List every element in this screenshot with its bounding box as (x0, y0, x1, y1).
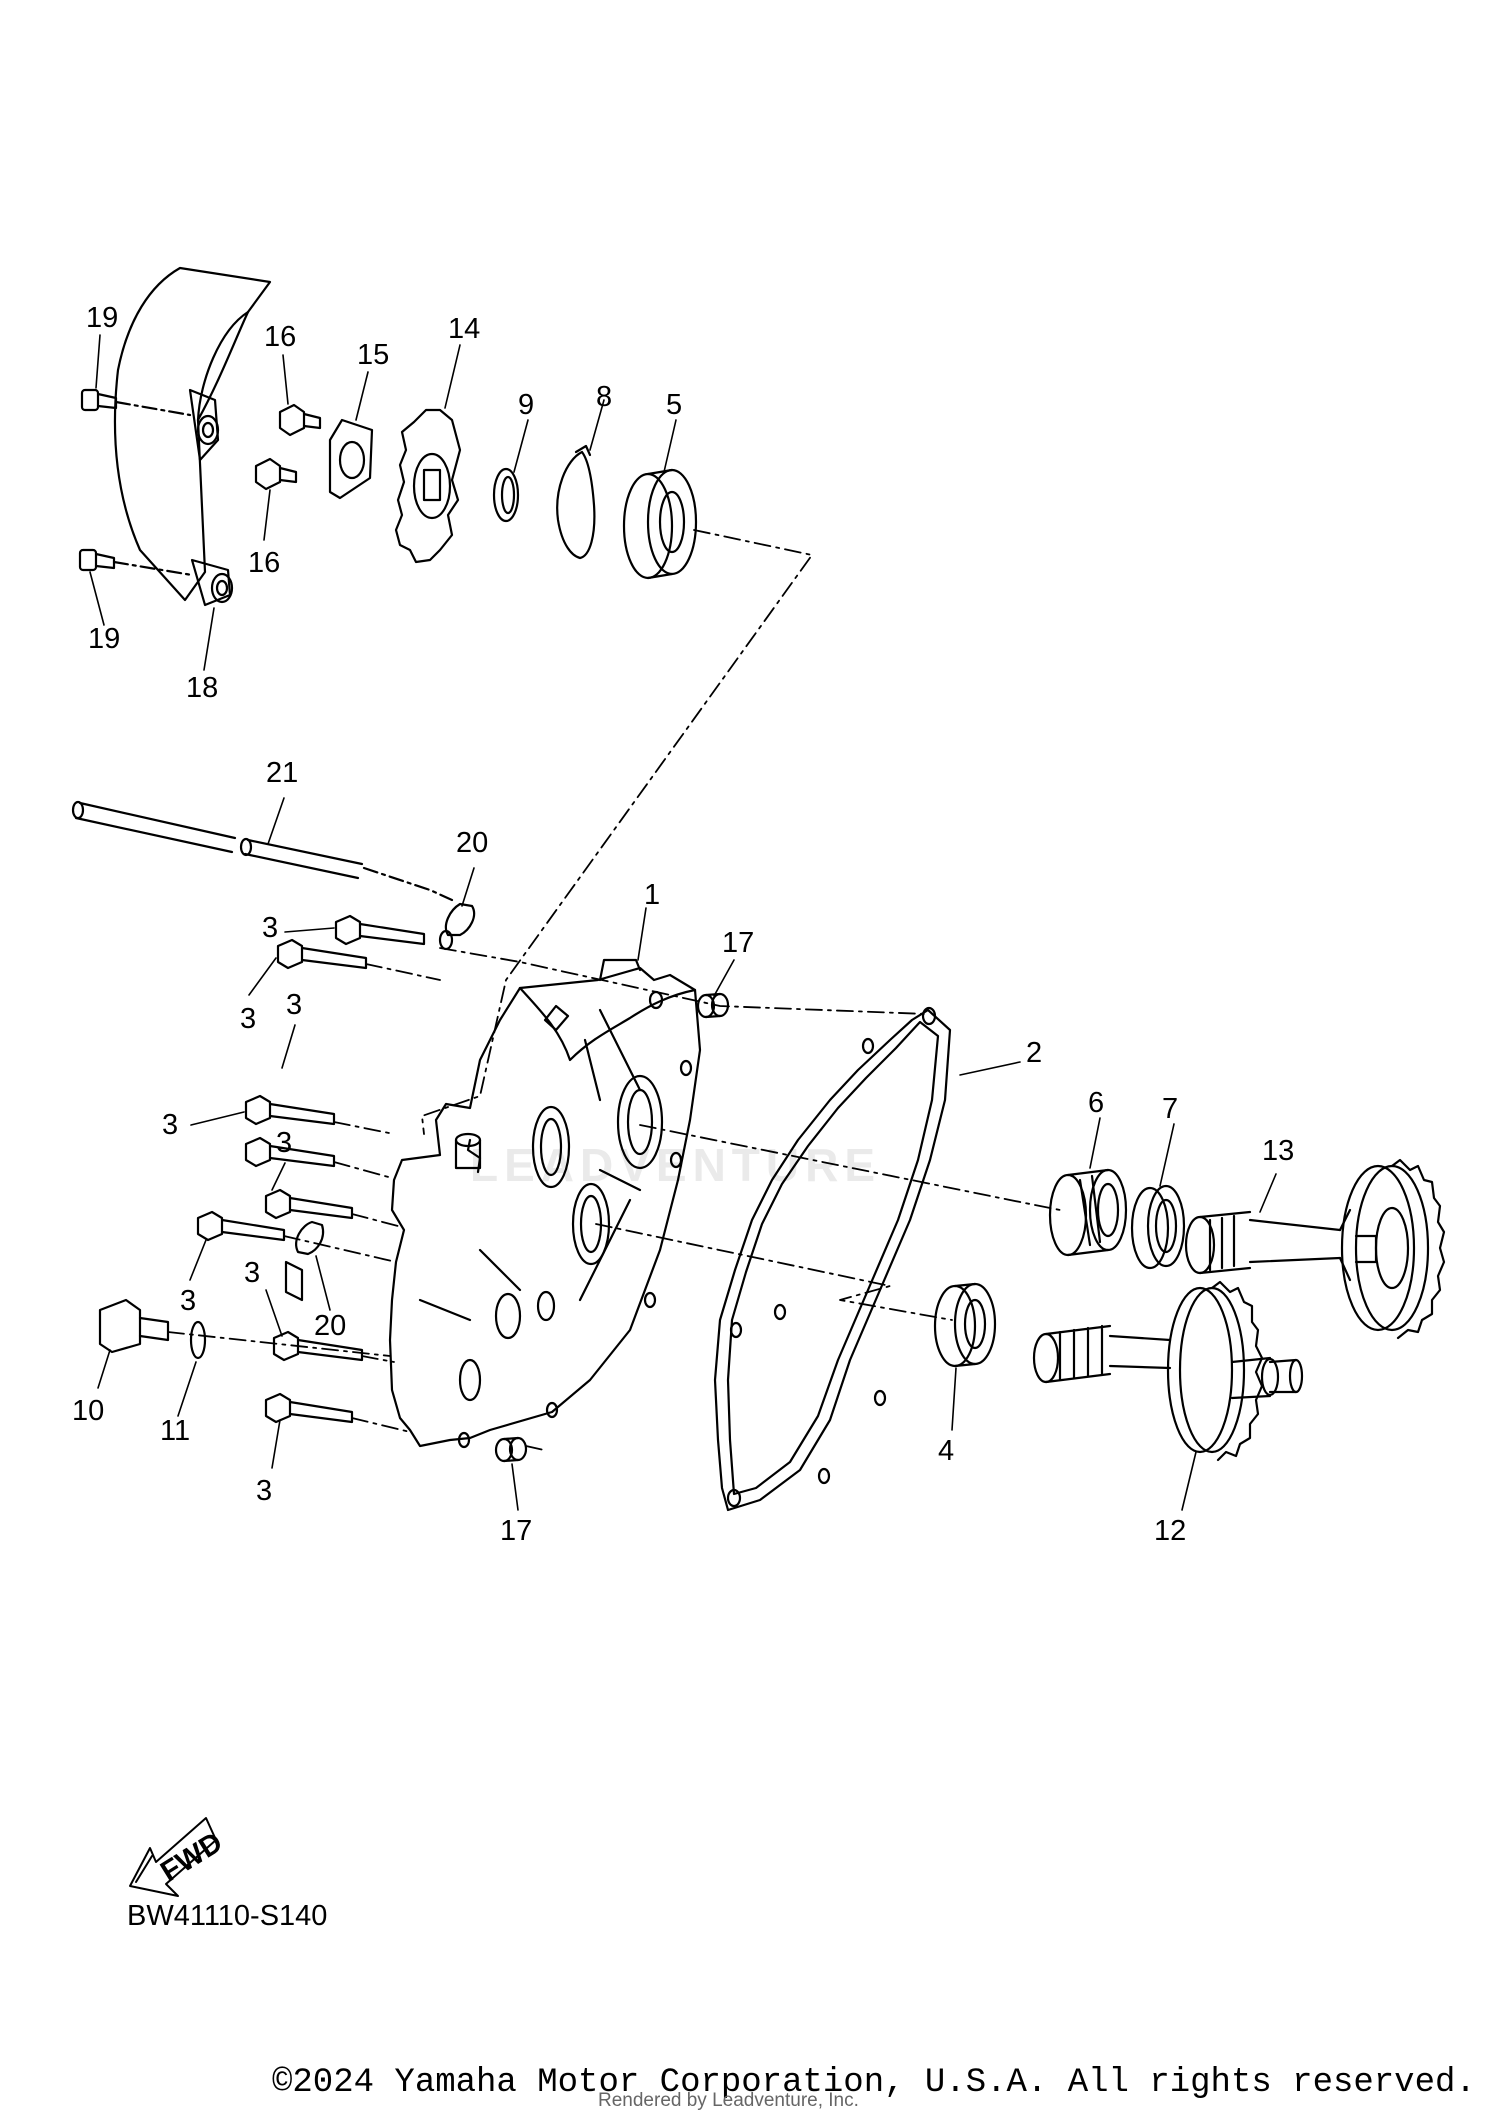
leader-lines (89, 334, 1277, 1511)
callout-8: 8 (596, 381, 612, 413)
callout-20-lower: 20 (314, 1310, 346, 1342)
part-4-bearing (933, 1282, 997, 1368)
fwd-arrow-icon (129, 1817, 217, 1897)
callout-3-d: 3 (162, 1109, 178, 1141)
part-17-dowel-lower (494, 1436, 528, 1463)
part-6-needle-bearing (1048, 1168, 1128, 1257)
part-18-chain-cover (113, 266, 272, 607)
callout-4: 4 (938, 1435, 954, 1467)
part-8-snap-ring (556, 444, 596, 560)
copyright-notice: ©2024 Yamaha Motor Corporation, U.S.A. A… (272, 2064, 1476, 2102)
part-12-input-gear-shaft (1032, 1280, 1304, 1462)
part-20-clamp-upper (438, 902, 476, 951)
callout-10: 10 (72, 1395, 104, 1427)
part-17-dowel-upper (696, 992, 730, 1019)
callout-3-a: 3 (262, 912, 278, 944)
callout-2: 2 (1026, 1037, 1042, 1069)
part-21-breather-hose (71, 800, 454, 902)
callout-3-c: 3 (286, 989, 302, 1021)
callout-1: 1 (644, 879, 660, 911)
callout-17-upper: 17 (722, 927, 754, 959)
fwd-label: FWD (155, 1826, 228, 1888)
callout-16-upper: 16 (264, 321, 296, 353)
callout-3-f: 3 (180, 1285, 196, 1317)
callout-11: 11 (160, 1415, 190, 1447)
callout-21: 21 (266, 757, 298, 789)
part-2-gasket (713, 1006, 952, 1512)
part-13-output-gear-shaft (1184, 1158, 1446, 1340)
part-16-bolt-upper (278, 403, 322, 437)
callout-3-g: 3 (244, 1257, 260, 1289)
callout-labels: 19 16 15 14 9 8 5 16 19 18 21 20 1 3 3 3… (72, 302, 1294, 1547)
part-1-transmission-case (388, 958, 702, 1449)
assembly-centerlines (167, 529, 1061, 1451)
part-14-drive-sprocket (394, 408, 462, 564)
callout-16-lower: 16 (248, 547, 280, 579)
rendered-by: Rendered by Leadventure, Inc. (598, 2090, 859, 2111)
part-3-bolts (196, 914, 426, 1424)
callout-19-upper: 19 (86, 302, 118, 334)
diagram-code: BW41110-S140 (127, 1900, 328, 1932)
callout-15: 15 (357, 339, 389, 371)
part-16-bolt-lower (254, 457, 298, 491)
part-19-bolt-upper (80, 388, 118, 412)
callout-6: 6 (1088, 1087, 1104, 1119)
callout-13: 13 (1262, 1135, 1294, 1167)
callout-3-e: 3 (276, 1127, 292, 1159)
part-7-oil-seal (1130, 1184, 1186, 1270)
part-9-circlip (492, 467, 520, 523)
callout-9: 9 (518, 389, 534, 421)
callout-20-upper: 20 (456, 827, 488, 859)
leader-19-lower (112, 560, 194, 577)
part-11-o-ring (189, 1320, 207, 1360)
leader-19-upper (114, 400, 192, 417)
callout-14: 14 (448, 313, 480, 345)
part-19-bolt-lower (78, 548, 116, 572)
callout-5: 5 (666, 389, 682, 421)
callout-18: 18 (186, 672, 218, 704)
callout-3-b: 3 (240, 1003, 256, 1035)
callout-19-lower: 19 (88, 623, 120, 655)
part-5-bearing (622, 468, 698, 580)
callout-12: 12 (1154, 1515, 1186, 1547)
part-10-drain-plug (98, 1298, 170, 1354)
part-15-lock-plate (328, 418, 374, 500)
callout-17-lower: 17 (500, 1515, 532, 1547)
callout-3-h: 3 (256, 1475, 272, 1507)
callout-7: 7 (1162, 1093, 1178, 1125)
